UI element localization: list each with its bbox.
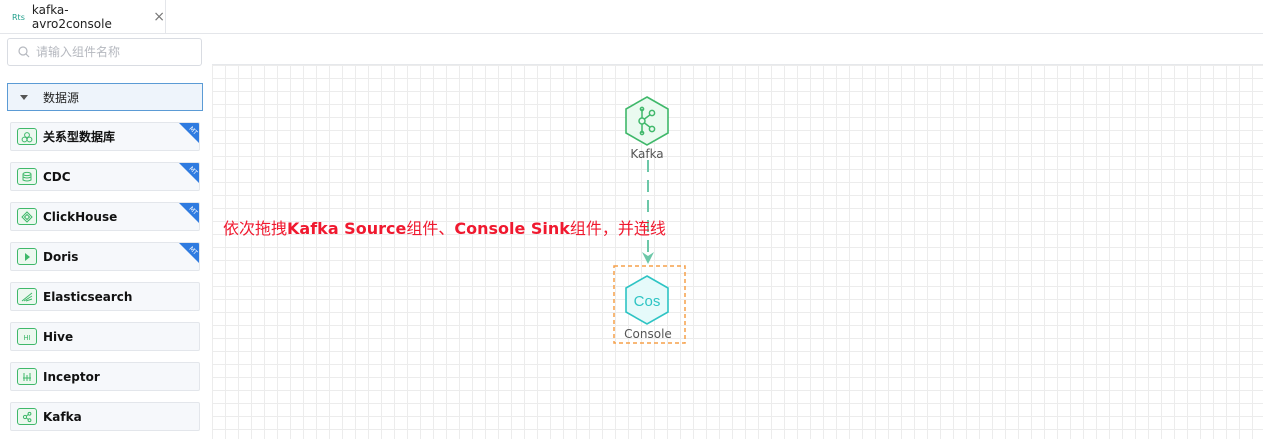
annotation-kafka-source: Kafka Source	[287, 219, 407, 238]
component-label: Inceptor	[43, 369, 100, 384]
search-icon	[18, 46, 30, 58]
mt-corner-badge-icon: MT	[179, 163, 199, 183]
component-item-clickhouse[interactable]: ClickHouse MT	[10, 202, 200, 231]
search-input[interactable]	[36, 45, 186, 59]
component-label: 关系型数据库	[43, 130, 116, 144]
edge-arrowhead-icon	[642, 252, 654, 264]
console-node-icon: Cos	[634, 293, 661, 310]
console-sink-node[interactable]: Cos	[625, 275, 669, 325]
svg-text:MT: MT	[187, 245, 198, 256]
kafka-source-node[interactable]	[625, 96, 669, 146]
component-label: Hive	[43, 329, 74, 344]
inceptor-icon	[17, 368, 37, 385]
svg-text:HI: HI	[23, 334, 30, 342]
mt-corner-badge-icon: MT	[179, 243, 199, 263]
component-item-doris[interactable]: Doris MT	[10, 242, 200, 271]
component-label: ClickHouse	[43, 209, 118, 224]
tab-bar: Rts kafka-avro2console ×	[0, 0, 1263, 34]
flow-canvas[interactable]	[212, 65, 1263, 439]
clickhouse-icon	[17, 208, 37, 225]
elasticsearch-icon	[17, 288, 37, 305]
component-item-cdc[interactable]: CDC MT	[10, 162, 200, 191]
close-icon[interactable]: ×	[153, 9, 165, 25]
hive-icon: HI	[17, 328, 37, 345]
tab-kafka-avro2console[interactable]: Rts kafka-avro2console ×	[0, 0, 166, 34]
annotation-text: 组件、	[406, 219, 455, 238]
mt-corner-badge-icon: MT	[179, 203, 199, 223]
svg-text:MT: MT	[187, 165, 198, 176]
console-node-label: Console	[624, 327, 672, 341]
component-item-kafka[interactable]: Kafka	[10, 402, 200, 431]
annotation-console-sink: Console Sink	[454, 219, 570, 238]
canvas-toolbar	[212, 35, 1263, 65]
database-cluster-icon	[17, 128, 37, 145]
rts-icon: Rts	[12, 12, 25, 22]
group-header-datasource[interactable]: 数据源	[7, 83, 203, 111]
instruction-annotation: 依次拖拽Kafka Source组件、Console Sink组件，并连线	[223, 215, 666, 239]
svg-text:MT: MT	[187, 125, 198, 136]
doris-icon	[17, 248, 37, 265]
mt-corner-badge-icon: MT	[179, 123, 199, 143]
kafka-icon	[17, 408, 37, 425]
kafka-node-label: Kafka	[630, 147, 664, 161]
cdc-icon	[17, 168, 37, 185]
annotation-text: 依次拖拽	[223, 219, 288, 238]
component-label: Elasticsearch	[43, 289, 133, 304]
component-sidebar: 数据源 关系型数据库 MT CDC MT ClickHouse MT Doris…	[0, 35, 212, 439]
selection-box	[613, 265, 686, 344]
annotation-text: 组件，并连线	[569, 219, 666, 238]
caret-down-icon	[20, 94, 28, 100]
group-label: 数据源	[43, 90, 80, 105]
svg-text:MT: MT	[187, 205, 198, 216]
component-label: Doris	[43, 249, 79, 264]
component-label: Kafka	[43, 409, 82, 424]
component-item-inceptor[interactable]: Inceptor	[10, 362, 200, 391]
tab-title: kafka-avro2console	[31, 3, 112, 31]
kafka-node-icon	[638, 106, 656, 136]
component-label: CDC	[43, 169, 71, 184]
component-item-hive[interactable]: HI Hive	[10, 322, 200, 351]
component-search[interactable]	[7, 38, 202, 66]
component-item-elasticsearch[interactable]: Elasticsearch	[10, 282, 200, 311]
component-item-relational-db[interactable]: 关系型数据库 MT	[10, 122, 200, 151]
